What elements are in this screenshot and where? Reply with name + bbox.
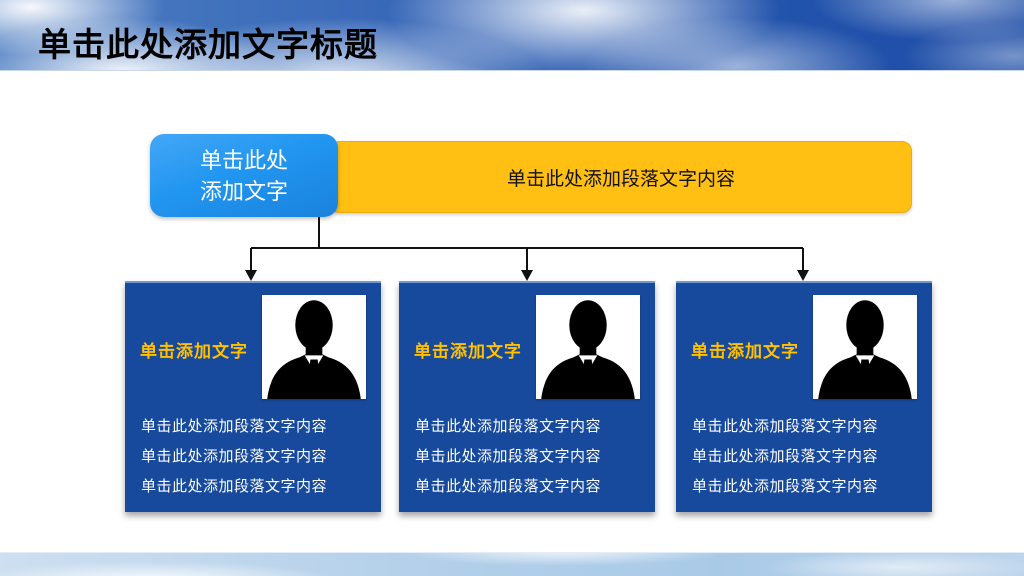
person-silhouette-icon xyxy=(813,295,917,399)
card-2-line-3: 单击此处添加段落文字内容 xyxy=(415,478,602,495)
person-silhouette-icon xyxy=(262,295,366,399)
footer-sky-strip xyxy=(0,552,1024,576)
paragraph-banner-text: 单击此处添加段落文字内容 xyxy=(506,168,735,190)
header-sky-banner: 单击此处添加文字标题 xyxy=(0,0,1024,71)
card-3-line-3: 单击此处添加段落文字内容 xyxy=(692,478,879,495)
card-1-body[interactable]: 单击此处添加段落文字内容 单击此处添加段落文字内容 单击此处添加段落文字内容 xyxy=(141,412,373,502)
card-3-label[interactable]: 单击添加文字 xyxy=(691,342,799,361)
card-2-line-2: 单击此处添加段落文字内容 xyxy=(415,448,602,465)
card-3-line-1: 单击此处添加段落文字内容 xyxy=(692,418,879,435)
card-2-body[interactable]: 单击此处添加段落文字内容 单击此处添加段落文字内容 单击此处添加段落文字内容 xyxy=(415,412,647,502)
root-text-line1: 单击此处 xyxy=(199,147,288,173)
card-2-line-1: 单击此处添加段落文字内容 xyxy=(415,418,602,435)
card-1-label[interactable]: 单击添加文字 xyxy=(140,342,248,361)
person-silhouette-icon xyxy=(536,295,640,399)
root-text-box[interactable]: 单击此处 添加文字 xyxy=(150,134,338,217)
slide-title[interactable]: 单击此处添加文字标题 xyxy=(38,26,378,63)
card-3-line-2: 单击此处添加段落文字内容 xyxy=(692,448,879,465)
paragraph-banner[interactable]: 单击此处添加段落文字内容 xyxy=(330,141,912,213)
org-card-3[interactable]: 单击添加文字 单击此处添加段落文字内容 单击此处添加段落文字内容 单击此处添加段… xyxy=(676,281,932,512)
root-text-line2: 添加文字 xyxy=(199,178,288,204)
card-3-body[interactable]: 单击此处添加段落文字内容 单击此处添加段落文字内容 单击此处添加段落文字内容 xyxy=(692,412,924,502)
org-card-2[interactable]: 单击添加文字 单击此处添加段落文字内容 单击此处添加段落文字内容 单击此处添加段… xyxy=(399,281,655,512)
card-2-label[interactable]: 单击添加文字 xyxy=(414,342,522,361)
card-1-line-3: 单击此处添加段落文字内容 xyxy=(141,478,328,495)
card-1-line-2: 单击此处添加段落文字内容 xyxy=(141,448,328,465)
card-1-line-1: 单击此处添加段落文字内容 xyxy=(141,418,328,435)
org-card-1[interactable]: 单击添加文字 单击此处添加段落文字内容 单击此处添加段落文字内容 单击此处添加段… xyxy=(125,281,381,512)
